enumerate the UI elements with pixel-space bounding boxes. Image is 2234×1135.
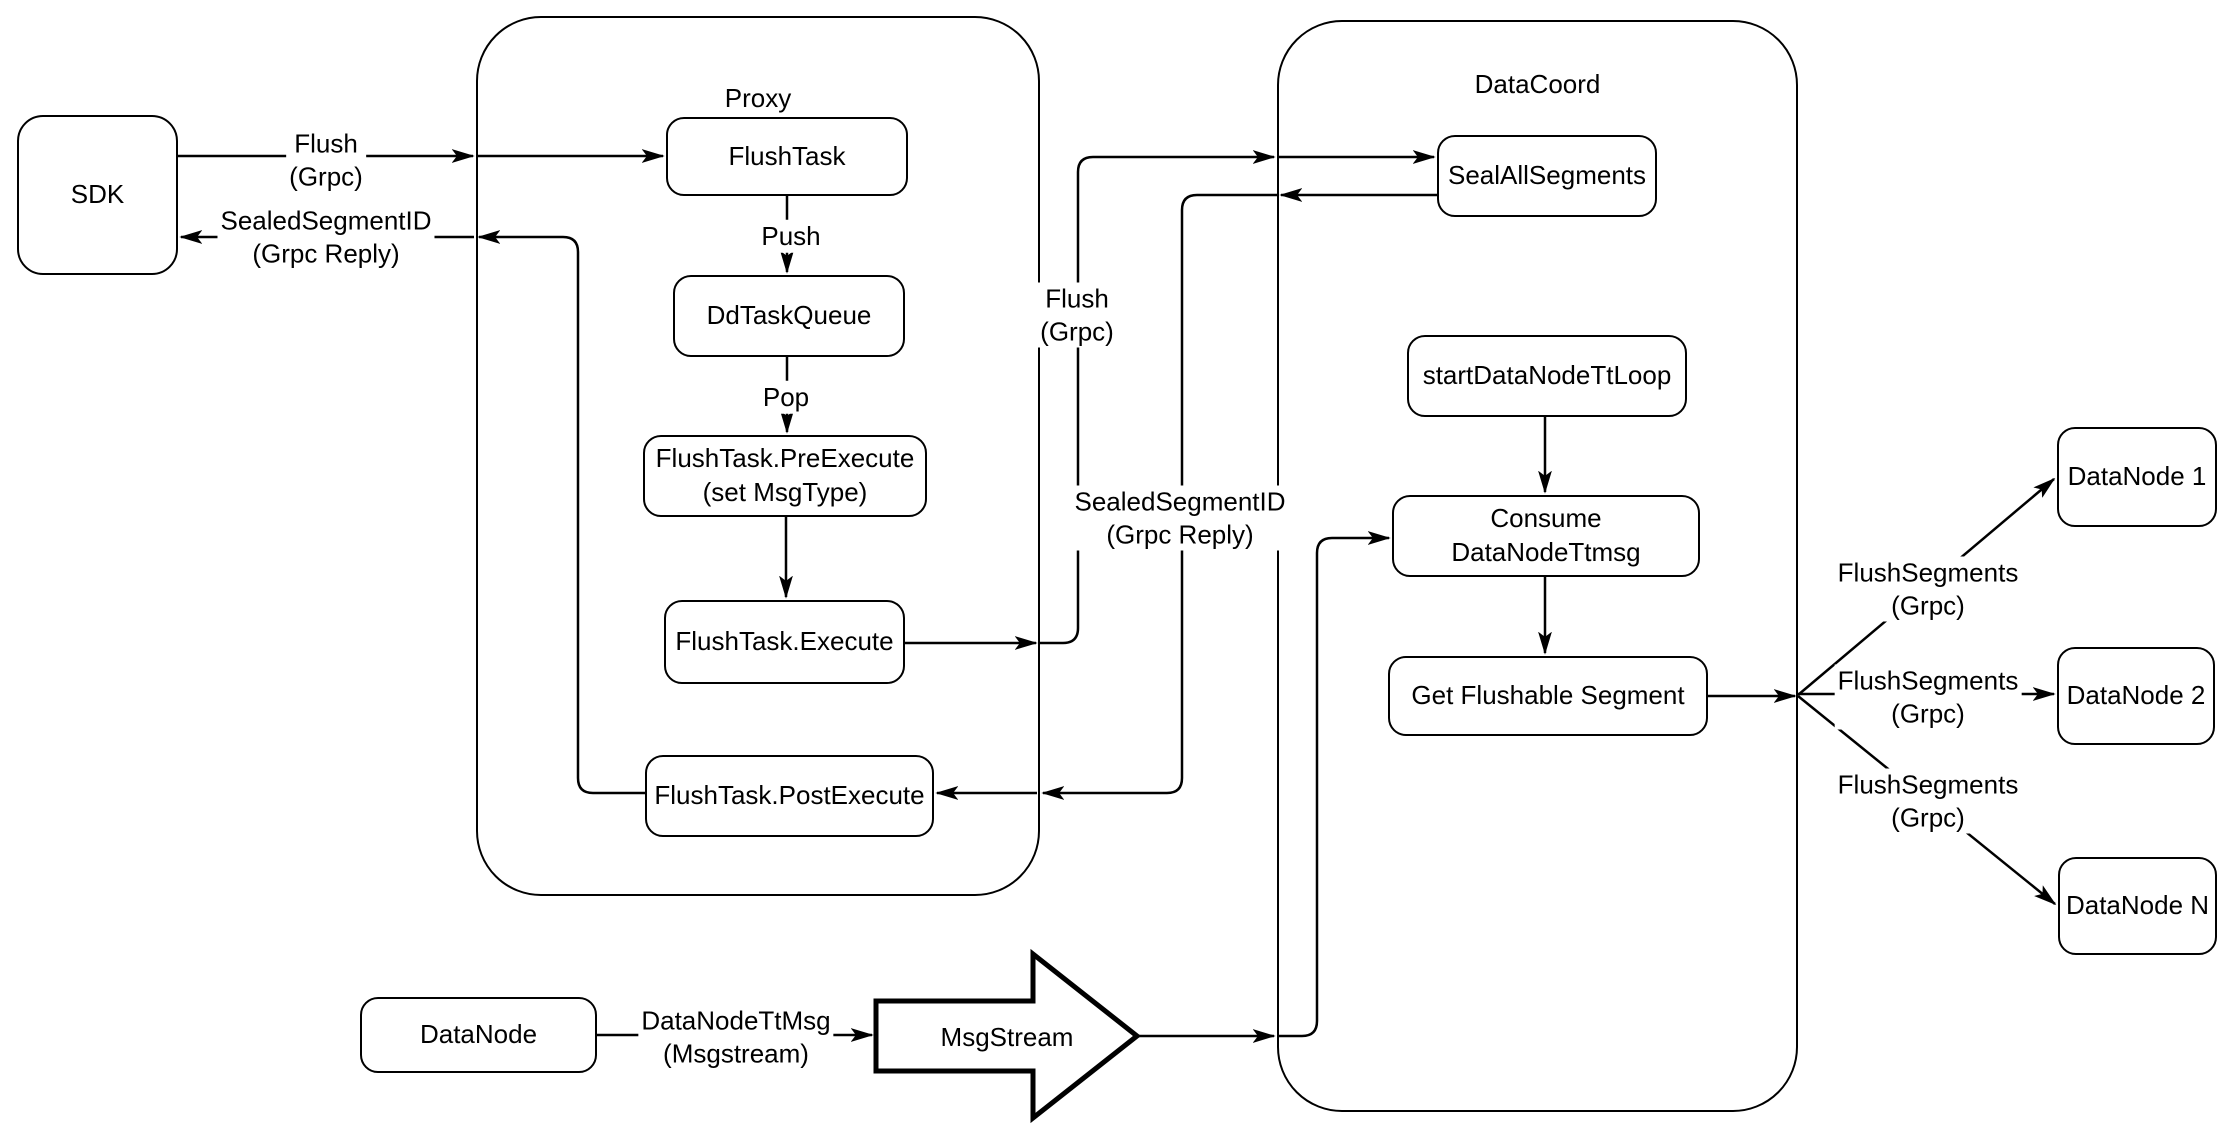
edge-proxy-border-to-datacoord-border xyxy=(1040,157,1274,645)
edge-label-datanodettmsg: DataNodeTtMsg (Msgstream) xyxy=(638,1004,834,1070)
edge-postexecute-to-proxy-border xyxy=(479,237,645,795)
edge-label-flushsegments-2: FlushSegments (Grpc) xyxy=(1834,664,2022,730)
node-ddtaskqueue: DdTaskQueue xyxy=(673,275,905,357)
node-get-flushable-segment: Get Flushable Segment xyxy=(1388,656,1708,736)
proxy-container-title: Proxy xyxy=(724,83,792,113)
msgstream-arrow-label: MsgStream xyxy=(940,1021,1074,1052)
node-datanode: DataNode xyxy=(360,997,597,1073)
node-consume-datanodettmsg: Consume DataNodeTtmsg xyxy=(1392,495,1700,577)
node-sealallsegments: SealAllSegments xyxy=(1437,135,1657,217)
datacoord-container-title: DataCoord xyxy=(1474,69,1601,99)
node-flushtask-postexecute: FlushTask.PostExecute xyxy=(645,755,934,837)
edge-label-flushsegments-n: FlushSegments (Grpc) xyxy=(1834,768,2022,834)
node-datanode-n: DataNode N xyxy=(2058,857,2217,955)
msgstream-arrow-shape xyxy=(873,948,1142,1124)
edge-label-flush-grpc-sdk: Flush (Grpc) xyxy=(286,127,366,193)
edge-label-flush-grpc-mid: Flush (Grpc) xyxy=(1037,282,1117,348)
node-flushtask-preexecute: FlushTask.PreExecute (set MsgType) xyxy=(643,435,927,517)
edge-label-flushsegments-1: FlushSegments (Grpc) xyxy=(1834,556,2022,622)
edge-label-push: Push xyxy=(758,219,824,253)
node-datanode-1: DataNode 1 xyxy=(2057,427,2217,527)
node-flushtask: FlushTask xyxy=(666,117,908,196)
node-sdk: SDK xyxy=(17,115,178,275)
node-datanode-2: DataNode 2 xyxy=(2057,647,2215,745)
edge-label-sealedsegmentid-mid: SealedSegmentID (Grpc Reply) xyxy=(1071,485,1289,551)
edge-datacoord-border-to-consume xyxy=(1279,538,1389,1038)
edge-label-sealedsegmentid-sdk: SealedSegmentID (Grpc Reply) xyxy=(217,204,435,270)
node-startdatanodettloop: startDataNodeTtLoop xyxy=(1407,335,1687,417)
node-flushtask-execute: FlushTask.Execute xyxy=(664,600,905,684)
edge-label-pop: Pop xyxy=(759,380,813,414)
